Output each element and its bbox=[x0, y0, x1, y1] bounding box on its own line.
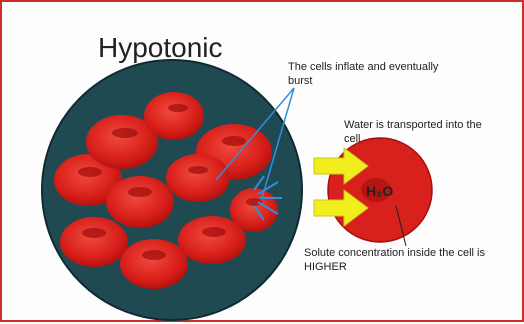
diagram-title: Hypotonic bbox=[98, 32, 223, 64]
solute-label: Solute concentration inside the cell is … bbox=[304, 246, 504, 274]
water-label: Water is transported into the cell bbox=[344, 118, 494, 146]
cell-8 bbox=[120, 239, 188, 289]
cell-7 bbox=[60, 217, 128, 267]
cell-3 bbox=[144, 92, 204, 140]
burst-label: The cells inflate and eventually burst bbox=[288, 60, 458, 88]
cell-6 bbox=[166, 154, 230, 202]
h2o-label: H₂O bbox=[366, 183, 393, 199]
cell-5 bbox=[106, 176, 174, 228]
